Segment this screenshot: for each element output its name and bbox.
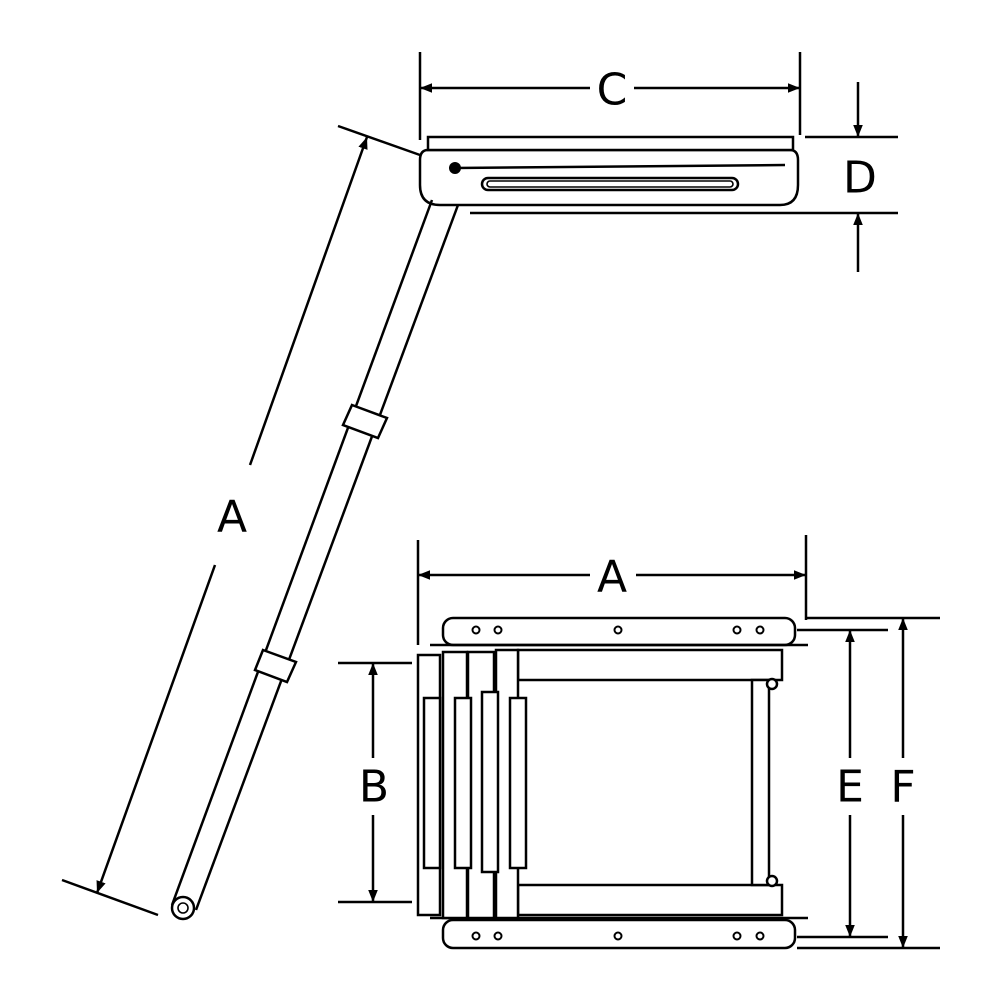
dimension-a-folded: A [416, 535, 808, 645]
label-a-folded: A [597, 552, 627, 603]
label-e: E [836, 762, 864, 813]
label-f: F [890, 762, 915, 813]
dimension-c: C [418, 52, 802, 140]
dimension-a-side: A [61, 124, 421, 917]
label-c: C [597, 65, 628, 116]
dimension-b: B [338, 661, 412, 904]
ladder-folded-view [416, 616, 808, 950]
top-platform [418, 135, 800, 207]
ladder-side-view [170, 199, 460, 921]
dimension-f: F [797, 616, 940, 950]
foot-cap [170, 895, 196, 921]
label-b: B [359, 762, 389, 813]
dimension-d: D [470, 82, 898, 272]
label-d: D [843, 153, 877, 204]
collar [253, 648, 298, 684]
label-a-side: A [217, 492, 247, 543]
collar [341, 403, 389, 440]
pivot-pin-icon [449, 162, 461, 174]
dimension-e: E [797, 628, 888, 939]
